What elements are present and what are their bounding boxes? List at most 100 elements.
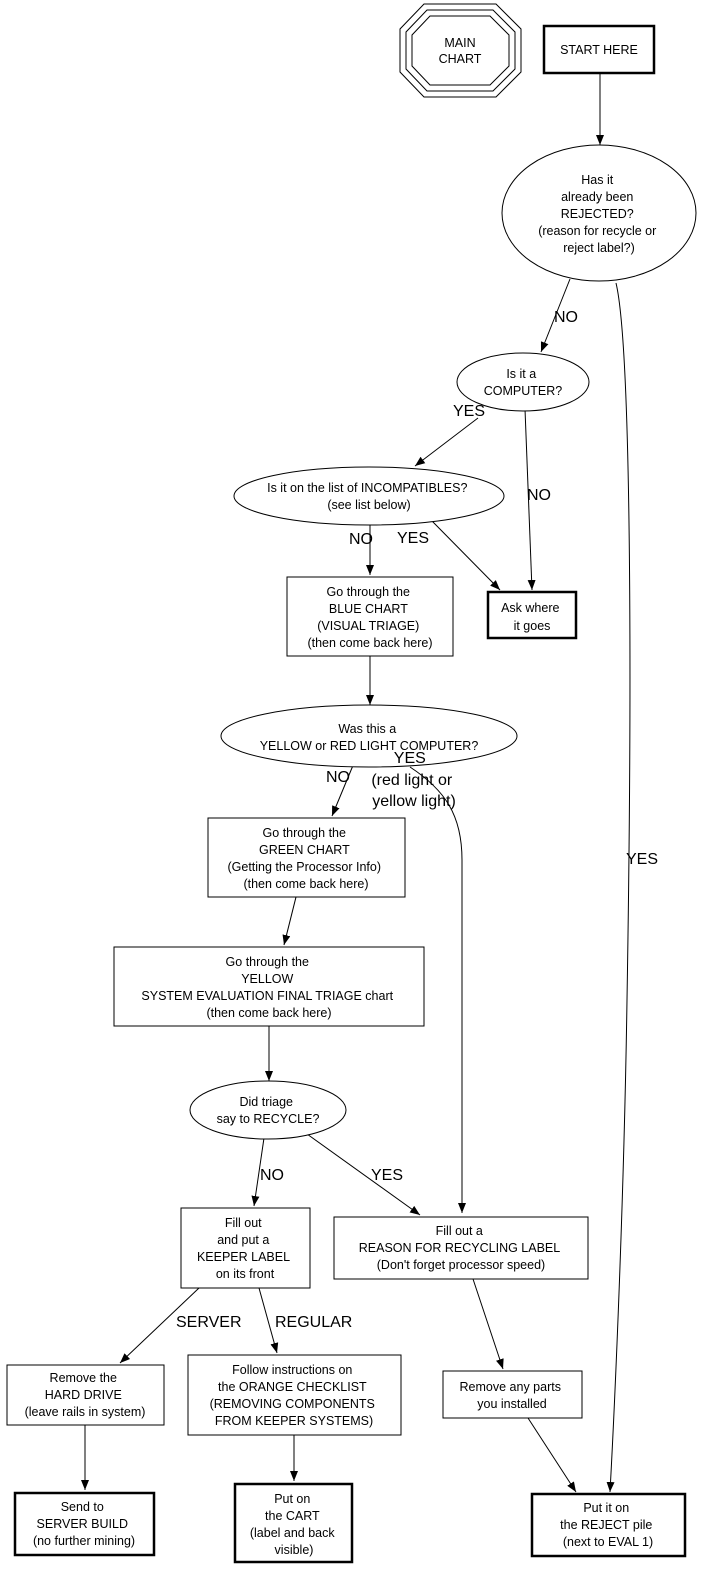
yellow-chart-line-3: (then come back here) xyxy=(206,1006,331,1020)
edge-light-no xyxy=(331,762,355,817)
svg-text:Remove any parts you i: Remove any parts you installed xyxy=(460,1380,565,1411)
edge-incompat-yes xyxy=(431,520,501,591)
keeper-label-line-0: Fill out xyxy=(225,1216,262,1230)
green-chart-line-1: GREEN CHART xyxy=(259,843,350,857)
ask-line-1: it goes xyxy=(514,619,551,633)
recycling-label-line-1: REASON FOR RECYCLING LABEL xyxy=(359,1241,560,1255)
recycle-q-line-1: say to RECYCLE? xyxy=(217,1112,320,1126)
incompatibles-question-node: Is it on the list of INCOMPATIBLES? (see… xyxy=(233,466,505,526)
recycling-label-line-0: Fill out a xyxy=(436,1224,483,1238)
edge-recycle-yes xyxy=(306,1133,421,1216)
light-q-line-1: YELLOW or RED LIGHT COMPUTER? xyxy=(260,739,479,753)
label-incompat-yes: YES xyxy=(397,530,429,547)
blue-chart-line-2: (VISUAL TRIAGE) xyxy=(317,619,419,633)
server-build-line-2: (no further mining) xyxy=(33,1534,135,1548)
label-computer-no: NO xyxy=(527,487,551,504)
rejected-q-line-2: REJECTED? xyxy=(561,207,634,221)
blue-chart-line-3: (then come back here) xyxy=(307,636,432,650)
reject-pile-line-2: (next to EVAL 1) xyxy=(563,1535,653,1549)
label-light-no: NO xyxy=(326,769,350,786)
reject-pile-line-0: Put it on xyxy=(583,1501,629,1515)
green-chart-line-3: (then come back here) xyxy=(243,877,368,891)
reject-pile-line-1: the REJECT pile xyxy=(560,1518,652,1532)
ask-line-0: Ask where xyxy=(501,601,559,615)
orange-checklist-line-0: Follow instructions on xyxy=(232,1363,352,1377)
incompat-q-line-1: (see list below) xyxy=(327,498,410,512)
edge-rejected-yes xyxy=(606,282,631,1493)
label-rejected-yes: YES xyxy=(626,851,658,868)
label-light-yes-line-2: yellow light) xyxy=(372,793,456,810)
reject-pile-node: Put it on the REJECT pile (next to EVAL … xyxy=(530,1492,687,1558)
yellow-chart-node: Go through the YELLOW SYSTEM EVALUATION … xyxy=(113,946,425,1027)
hard-drive-line-2: (leave rails in system) xyxy=(25,1405,146,1419)
computer-q-line-0: Is it a xyxy=(506,367,536,381)
rejected-q-line-1: already been xyxy=(561,190,633,204)
svg-text:Has it already been: Has it already been REJECTED? (reason fo… xyxy=(538,173,660,255)
main-chart-line-1: CHART xyxy=(439,52,482,66)
rejected-q-line-3: (reason for recycle or xyxy=(538,224,656,238)
edge-computer-no xyxy=(524,408,536,591)
edge-computer-yes xyxy=(414,417,479,467)
light-question-node: Was this a YELLOW or RED LIGHT COMPUTER? xyxy=(220,704,518,768)
blue-chart-node: Go through the BLUE CHART (VISUAL TRIAGE… xyxy=(286,576,454,657)
svg-text:Did triage say to RECY: Did triage say to RECYCLE? xyxy=(217,1095,320,1126)
keeper-label-line-1: and put a xyxy=(217,1233,269,1247)
label-computer-yes: YES xyxy=(453,403,485,420)
label-recycle-yes: YES xyxy=(371,1167,403,1184)
hard-drive-line-0: Remove the xyxy=(50,1371,117,1385)
svg-text:Was this a YELLOW or R: Was this a YELLOW or RED LIGHT COMPUTER? xyxy=(260,722,479,753)
server-build-line-1: SERVER BUILD xyxy=(37,1517,128,1531)
svg-text:START HERE: START HERE xyxy=(560,43,638,57)
main-chart-line-0: MAIN xyxy=(444,36,475,50)
label-regular: REGULAR xyxy=(275,1314,352,1331)
svg-text:Ask where it goes: Ask where it goes xyxy=(501,601,563,633)
label-light-yes: YES (red light or yellow light) xyxy=(371,750,456,810)
remove-parts-node: Remove any parts you installed xyxy=(442,1370,583,1419)
label-incompat-no: NO xyxy=(349,531,373,548)
edge-removeparts-to-reject xyxy=(527,1417,577,1493)
svg-text:Fill out and put a: Fill out and put a KEEPER LABEL on its f… xyxy=(197,1216,293,1281)
remove-parts-line-0: Remove any parts xyxy=(460,1380,561,1394)
yellow-chart-line-0: Go through the xyxy=(226,955,309,969)
rejected-q-line-0: Has it xyxy=(581,173,613,187)
edge-server xyxy=(119,1287,200,1364)
edge-recycle-no xyxy=(251,1137,265,1207)
rejected-q-line-4: reject label?) xyxy=(563,241,635,255)
edge-recycling-to-remove-parts xyxy=(472,1278,504,1370)
cart-line-1: the CART xyxy=(265,1509,320,1523)
cart-line-3: visible) xyxy=(275,1543,314,1557)
svg-text:Put it on the REJECT p: Put it on the REJECT pile (next to EVAL … xyxy=(560,1501,656,1549)
edge-green-to-yellow xyxy=(282,896,297,946)
label-light-yes-line-0: YES xyxy=(394,750,426,767)
blue-chart-line-1: BLUE CHART xyxy=(329,602,408,616)
recycling-label-line-2: (Don't forget processor speed) xyxy=(377,1258,545,1272)
light-q-line-0: Was this a xyxy=(338,722,396,736)
svg-text:Go through the GREEN C: Go through the GREEN CHART (Getting the … xyxy=(227,826,384,891)
label-rejected-no: NO xyxy=(554,309,578,326)
start-line-0: START HERE xyxy=(560,43,638,57)
recycle-question-node: Did triage say to RECYCLE? xyxy=(189,1080,347,1140)
svg-text:Send to SERVER BUILD: Send to SERVER BUILD (no further mining) xyxy=(33,1500,135,1548)
orange-checklist-line-2: (REMOVING COMPONENTS xyxy=(210,1397,375,1411)
blue-chart-line-0: Go through the xyxy=(327,585,410,599)
start-node: START HERE xyxy=(542,24,656,75)
svg-text:Go through the YELLOW: Go through the YELLOW SYSTEM EVALUATION … xyxy=(141,955,396,1020)
orange-checklist-line-1: the ORANGE CHECKLIST xyxy=(218,1380,367,1394)
svg-text:Fill out a REASON FOR: Fill out a REASON FOR RECYCLING LABEL (D… xyxy=(359,1224,563,1272)
recycle-q-line-0: Did triage xyxy=(240,1095,294,1109)
hard-drive-node: Remove the HARD DRIVE (leave rails in sy… xyxy=(6,1364,165,1426)
edges xyxy=(81,74,631,1493)
keeper-label-line-3: on its front xyxy=(216,1267,275,1281)
orange-checklist-line-3: FROM KEEPER SYSTEMS) xyxy=(215,1414,373,1428)
recycling-label-node: Fill out a REASON FOR RECYCLING LABEL (D… xyxy=(333,1216,589,1280)
incompat-q-line-0: Is it on the list of INCOMPATIBLES? xyxy=(267,481,467,495)
edge-labels: NO YES YES NO NO YES NO YES (red light o… xyxy=(176,309,658,1331)
label-light-yes-line-1: (red light or xyxy=(371,772,453,789)
green-chart-line-0: Go through the xyxy=(263,826,346,840)
cart-node: Put on the CART (label and back visible) xyxy=(233,1482,354,1564)
remove-parts-line-1: you installed xyxy=(477,1397,547,1411)
nodes: MAIN CHART START HERE Has it already been… xyxy=(6,3,697,1564)
orange-checklist-node: Follow instructions on the ORANGE CHECKL… xyxy=(187,1354,402,1436)
keeper-label-line-2: KEEPER LABEL xyxy=(197,1250,290,1264)
